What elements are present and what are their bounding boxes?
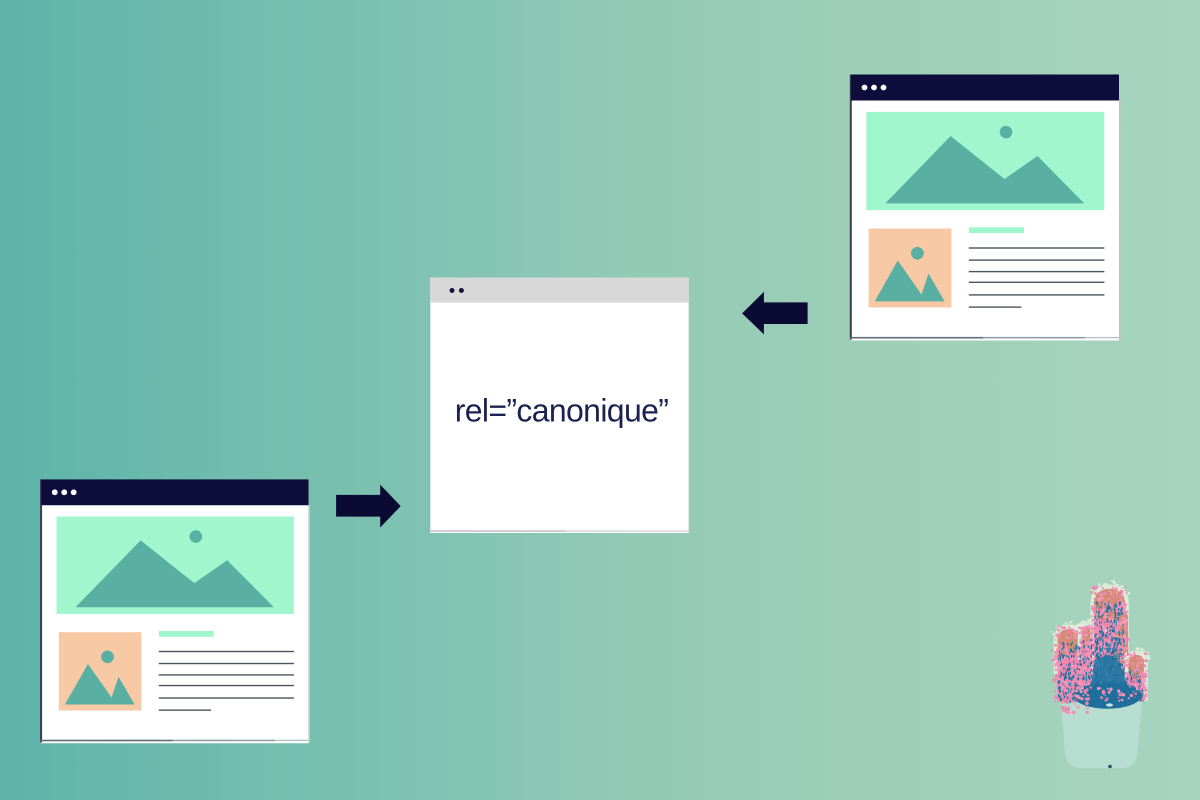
svg-text:rel=”canonique”: rel=”canonique” [455, 393, 669, 429]
